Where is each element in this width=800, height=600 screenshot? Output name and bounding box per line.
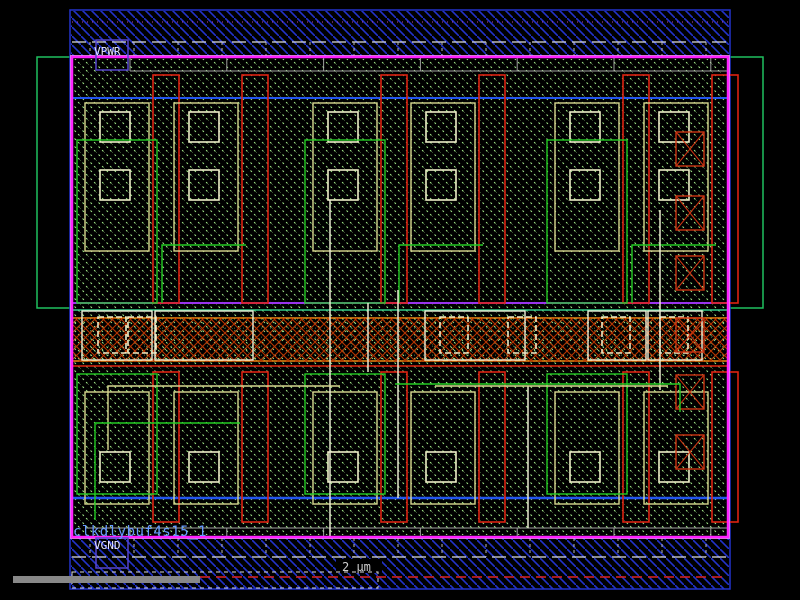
transistor-columns bbox=[76, 74, 739, 523]
vpwr-pin-box[interactable] bbox=[95, 39, 129, 71]
scale-bar-fill bbox=[13, 576, 200, 583]
bottom-half-routing bbox=[94, 383, 681, 520]
ivory-wires bbox=[329, 200, 661, 537]
cell-boundary-halo bbox=[70, 55, 730, 539]
well-hatch-fill bbox=[74, 59, 726, 535]
red-contact-boxes bbox=[675, 131, 705, 470]
mid-band-hatch bbox=[72, 318, 728, 362]
well-ring-outline bbox=[36, 56, 764, 309]
scale-bar-label: 2 µm bbox=[342, 560, 371, 574]
vpwr-label: VPWR bbox=[94, 45, 121, 58]
scale-bar: 2 µm bbox=[13, 559, 382, 589]
vgnd-label: VGND bbox=[94, 539, 121, 552]
cell-name-label: clkdlybuf4s15_1 bbox=[73, 524, 207, 540]
power-rail-top bbox=[71, 11, 729, 58]
cell-boundary bbox=[70, 55, 730, 539]
cell-edge-grid bbox=[85, 57, 728, 537]
vgnd-pin-box[interactable] bbox=[95, 537, 129, 569]
cell-interior[interactable] bbox=[72, 57, 739, 537]
mid-row-contacts bbox=[81, 310, 703, 361]
